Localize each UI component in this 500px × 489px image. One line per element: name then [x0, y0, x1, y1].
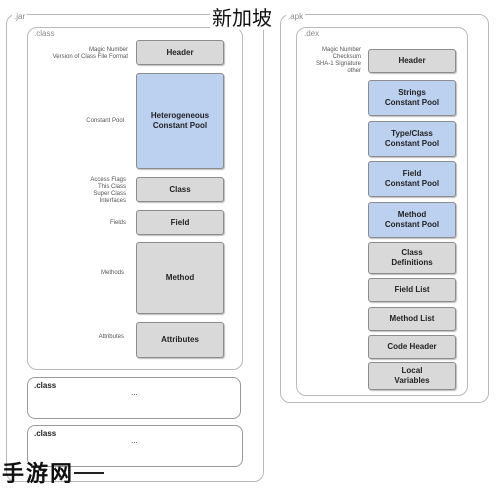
method-list-box: Method List	[368, 307, 456, 331]
jar-header-box: Header	[136, 40, 224, 65]
class-file-container-3	[27, 425, 243, 467]
magic-version-label: Magic Number Version of Class File Forma…	[52, 47, 128, 60]
class-file-3-title: .class	[34, 429, 57, 438]
site-logo-text: 手游网	[2, 461, 75, 487]
site-logo-watermark: 手游网	[0, 454, 110, 487]
access-flags-label: Access Flags This Class Super Class Inte…	[90, 177, 126, 204]
constant-pool-label: Constant Pool	[86, 118, 124, 124]
attributes-label: Attributes	[98, 334, 124, 340]
site-logo-underline	[74, 472, 104, 474]
class-file-3-ellipsis: ...	[131, 436, 138, 445]
jar-method-box: Method	[136, 242, 224, 314]
dex-header-labels: Magic Number Checksum SHA-1 Signature ot…	[315, 47, 361, 74]
code-header-box: Code Header	[368, 335, 456, 359]
fields-label: Fields	[109, 220, 126, 226]
field-list-box: Field List	[368, 278, 456, 302]
class-file-container-2	[27, 377, 241, 419]
top-watermark-text: 新加坡	[210, 6, 274, 30]
class-file-2-title: .class	[34, 381, 57, 390]
class-file-2-ellipsis: ...	[131, 388, 138, 397]
class-file-label: .class	[34, 29, 55, 38]
jar-attributes-box: Attributes	[136, 322, 224, 358]
jar-class-box: Class	[136, 177, 224, 202]
jar-field-box: Field	[136, 210, 224, 235]
jar-label: .jar	[12, 12, 28, 21]
methods-label: Methods	[100, 270, 124, 276]
dex-header-box: Header	[368, 49, 456, 73]
apk-label: .apk	[286, 12, 306, 21]
dex-file-label: .dex	[304, 29, 320, 38]
